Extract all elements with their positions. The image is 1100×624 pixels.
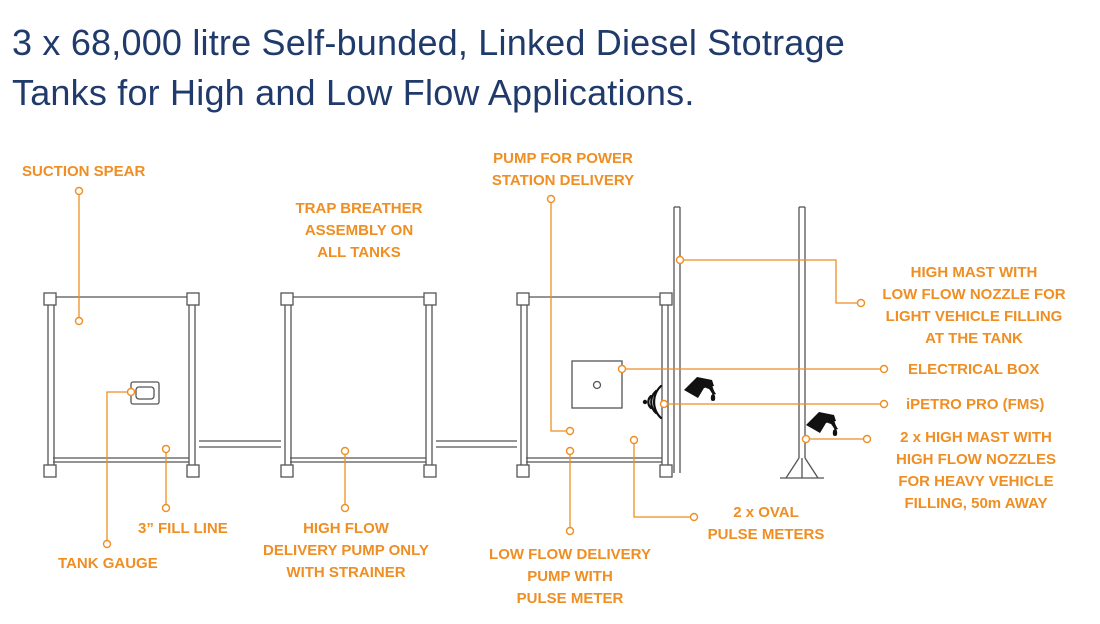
label-trap-breather: TRAP BREATHER ASSEMBLY ON ALL TANKS	[283, 198, 435, 264]
label-line: HIGH MAST WITH	[910, 264, 1038, 281]
label-high-mast-high-flow: 2 x HIGH MAST WITH HIGH FLOW NOZZLES FOR…	[878, 427, 1074, 515]
label-line: iPETRO PRO (FMS)	[906, 396, 1045, 413]
label-line: ELECTRICAL BOX	[908, 361, 1040, 378]
callout-dots	[74, 186, 889, 549]
label-oval-meters: 2 x OVAL PULSE METERS	[700, 502, 832, 546]
label-tank-gauge: TANK GAUGE	[58, 553, 158, 575]
electrical-box	[571, 360, 623, 409]
label-line: FILLING, 50m AWAY	[904, 495, 1048, 512]
label-line: STATION DELIVERY	[491, 172, 635, 189]
remote-high-mast	[780, 206, 824, 479]
leader-high-mast-low-flow	[680, 259, 861, 304]
label-line: PULSE METER	[516, 590, 624, 607]
tank-1	[43, 292, 200, 478]
label-line: TRAP BREATHER	[295, 200, 423, 217]
tank-3	[516, 292, 673, 478]
label-line: PULSE METERS	[707, 526, 825, 543]
label-line: WITH STRAINER	[286, 564, 406, 581]
label-line: 2 x OVAL	[733, 504, 799, 521]
label-line: SUCTION SPEAR	[22, 163, 146, 180]
label-line: ASSEMBLY ON	[304, 222, 414, 239]
label-line: HIGH FLOW	[303, 520, 389, 537]
linking-pipe-2	[436, 440, 517, 448]
tank-2	[280, 292, 437, 478]
label-line: PUMP WITH	[527, 568, 613, 585]
label-line: ALL TANKS	[317, 244, 401, 261]
label-line: LOW FLOW DELIVERY	[489, 546, 651, 563]
leader-pump-power-station	[550, 199, 570, 432]
fuel-nozzle-icon	[806, 412, 838, 436]
label-ipetro-pro: iPETRO PRO (FMS)	[906, 394, 1044, 416]
label-line: HIGH FLOW NOZZLES	[896, 451, 1056, 468]
label-low-flow-pump: LOW FLOW DELIVERY PUMP WITH PULSE METER	[480, 544, 660, 610]
leader-oval-meters	[633, 440, 694, 518]
label-suction-spear: SUCTION SPEAR	[22, 161, 145, 183]
leader-tank-gauge	[106, 391, 131, 544]
label-line: AT THE TANK	[925, 330, 1023, 347]
tank-gauge-box	[130, 381, 160, 405]
label-line: 2 x HIGH MAST WITH	[900, 429, 1052, 446]
label-fill-line: 3” FILL LINE	[138, 518, 228, 540]
linking-pipe-1	[199, 440, 281, 448]
high-mast-at-tank	[673, 206, 681, 473]
label-line: PUMP FOR POWER	[493, 150, 633, 167]
page-title-line-1: 3 x 68,000 litre Self-bunded, Linked Die…	[12, 22, 845, 63]
label-line: LIGHT VEHICLE FILLING	[885, 308, 1063, 325]
label-pump-power-station: PUMP FOR POWER STATION DELIVERY	[478, 148, 648, 192]
page-title-line-2: Tanks for High and Low Flow Applications…	[12, 72, 695, 113]
label-line: TANK GAUGE	[58, 555, 158, 572]
label-high-flow-pump: HIGH FLOW DELIVERY PUMP ONLY WITH STRAIN…	[250, 518, 442, 584]
wifi-icon	[642, 384, 663, 420]
label-line: LOW FLOW NOZZLE FOR	[882, 286, 1066, 303]
label-electrical-box: ELECTRICAL BOX	[908, 359, 1039, 381]
fuel-nozzle-icon	[684, 377, 716, 401]
label-line: 3” FILL LINE	[138, 520, 228, 537]
label-high-mast-low-flow: HIGH MAST WITH LOW FLOW NOZZLE FOR LIGHT…	[868, 262, 1080, 350]
label-line: DELIVERY PUMP ONLY	[263, 542, 429, 559]
callout-leaders	[78, 191, 884, 544]
label-line: FOR HEAVY VEHICLE	[898, 473, 1054, 490]
